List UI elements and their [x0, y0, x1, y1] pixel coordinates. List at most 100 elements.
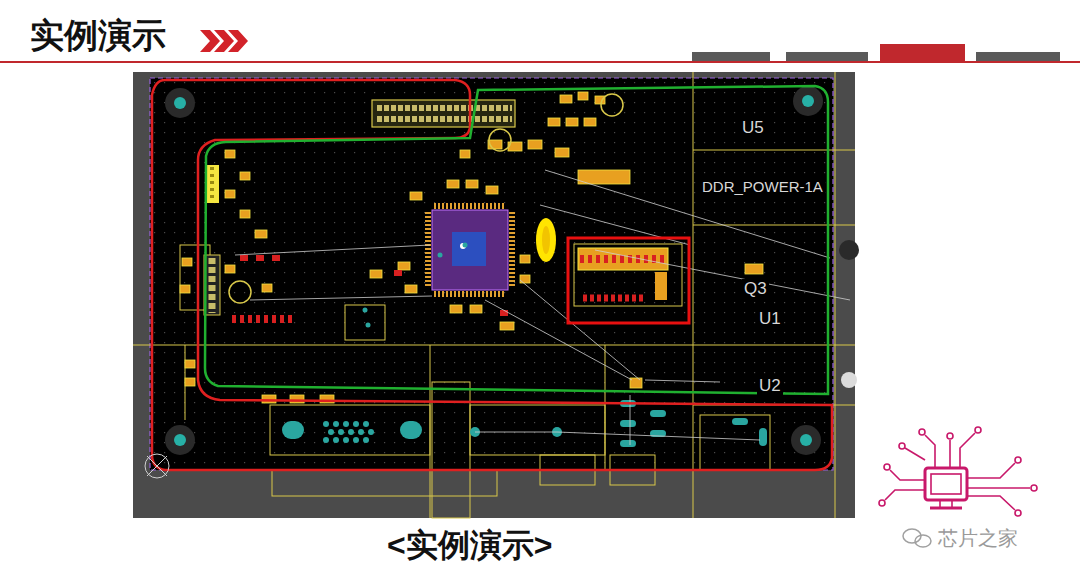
connector-pads-part [620, 440, 636, 447]
origin-marker-part [147, 456, 167, 476]
smd-parts-part [232, 255, 508, 323]
part-label: U2 [757, 376, 783, 396]
smd-parts-part-part [185, 378, 195, 386]
mcu-chip-part [542, 226, 550, 254]
watermark-logo-part-part [899, 443, 905, 449]
highlighted-area-parts-part [580, 255, 666, 263]
pcb-screenshot-part [150, 78, 833, 470]
board-regions-part [152, 80, 832, 470]
smd-parts-part-part [262, 395, 276, 403]
mounting-holes-part [802, 95, 814, 107]
watermark-logo-part-part [960, 433, 975, 468]
watermark-logo-part-part [930, 507, 962, 510]
slide-header-part [0, 61, 1080, 63]
slide-header-part [880, 44, 965, 61]
pcb-screenshot-part [150, 78, 833, 470]
smd-parts-part-part [460, 150, 470, 158]
smd-parts-part-part [225, 150, 235, 158]
watermark-logo-part-part [915, 535, 931, 547]
smd-parts-part-part [578, 170, 630, 184]
board-regions-part [568, 238, 689, 323]
watermark-logo-part-part [1015, 510, 1021, 516]
connector-pads-part [650, 410, 666, 417]
smd-parts-part-part [185, 360, 195, 368]
smd-parts-part-part [566, 118, 578, 126]
smd-parts-part-part [394, 270, 402, 276]
mcu-chip-part [434, 291, 506, 297]
pin-header-part [377, 116, 512, 122]
connector-pads-part [363, 308, 368, 313]
connector-pads-part [463, 243, 468, 248]
mounting-holes-part [791, 425, 821, 455]
connector-pads [282, 243, 767, 448]
smd-parts-part-part [256, 315, 260, 323]
watermark-logo-part-part [1031, 485, 1037, 491]
mounting-holes-part [174, 97, 186, 109]
smd-parts-part-part [280, 315, 284, 323]
smd-parts-part-part [528, 140, 542, 149]
silkscreen-outlines-part [700, 415, 770, 470]
watermark-logo-part-part [967, 463, 1015, 478]
connector-pads-part [353, 421, 359, 427]
highlighted-area-parts [574, 244, 682, 306]
mounting-holes-part [165, 88, 195, 118]
silkscreen-outlines-part [272, 470, 497, 496]
connector-pads-part [368, 429, 374, 435]
watermark-logo-part-part [931, 474, 961, 494]
ratsnest-lines-part [645, 380, 720, 382]
mcu-chip-part [425, 212, 431, 288]
watermark-logo-part-part [925, 468, 967, 500]
connector-pads-part [759, 428, 767, 446]
slide-title: 实例演示 [30, 16, 166, 55]
smd-parts-part-part [410, 192, 422, 200]
smd-parts-part-part [450, 305, 462, 313]
smd-parts-part-part [560, 95, 572, 103]
connector-pads-part [323, 437, 329, 443]
silkscreen-outlines-part [693, 345, 855, 346]
mounting-holes-part [839, 240, 859, 260]
smd-parts-part-part [272, 315, 276, 323]
watermark-logo-part-part [949, 440, 951, 468]
highlighted-area-parts-part [574, 244, 682, 306]
smd-parts-part-part [272, 255, 280, 261]
smd-parts-part-part [225, 190, 235, 198]
smd-parts-part [601, 94, 623, 116]
watermark-logo-part-part [967, 487, 1030, 489]
silkscreen-outlines-part [133, 345, 693, 346]
smd-parts-part-part [520, 275, 530, 283]
mcu-chip [428, 206, 556, 294]
smd-parts-part-part [240, 255, 248, 261]
smd-parts-part-part [548, 118, 560, 126]
ratsnest-lines-part [485, 300, 632, 380]
connector-pads-part [338, 429, 344, 435]
watermark-logo-part-part [919, 429, 925, 435]
smd-parts-part-part [240, 315, 244, 323]
connector-pads-part [363, 437, 369, 443]
pin-header-part [210, 167, 214, 202]
connector-pads-part [366, 323, 371, 328]
mcu-chip-part [432, 210, 508, 290]
connector-pads-part [620, 420, 636, 427]
part-label: U5 [740, 118, 766, 138]
watermark-logo-part [903, 529, 931, 547]
mounting-holes-part [793, 86, 823, 116]
mounting-holes-part [174, 434, 186, 446]
watermark-logo-part-part [884, 464, 890, 470]
silkscreen-outlines-part [270, 405, 430, 455]
smd-parts-part-part [447, 180, 459, 188]
watermark-logo-part-part [975, 427, 981, 433]
connector-pads-part [333, 421, 339, 427]
part-label: U1 [757, 309, 783, 329]
pin-header-part [372, 100, 515, 127]
connector-pads-part [328, 429, 334, 435]
smd-parts-part-part [398, 262, 410, 270]
highlighted-area-parts-part [583, 295, 645, 302]
watermark-logo-part-part [879, 500, 885, 506]
ratsnest-lines-part [475, 432, 557, 433]
pcb-screenshot-part [133, 72, 855, 518]
watermark: 芯片之家 [938, 527, 1018, 550]
smd-parts-part-part [180, 285, 190, 293]
part-label: DDR_POWER-1A [700, 178, 825, 195]
connector-pads-part [282, 421, 304, 439]
mcu-chip-part [509, 212, 515, 288]
